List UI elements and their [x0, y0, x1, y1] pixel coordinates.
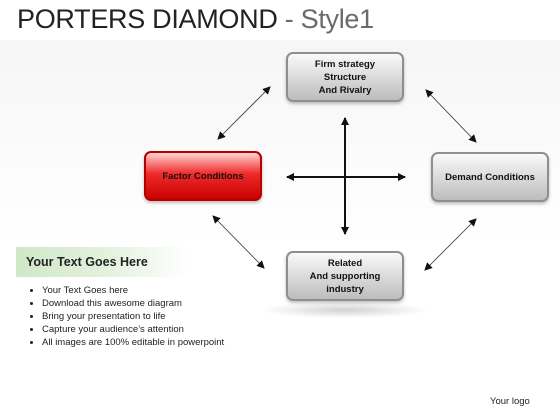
bullet-item: Capture your audience’s attention: [42, 323, 242, 336]
text-panel-heading: Your Text Goes Here: [16, 247, 188, 277]
arrow-bottom-to-right: [424, 218, 477, 271]
bullet-item: All images are 100% editable in powerpoi…: [42, 336, 242, 349]
related-industry-box[interactable]: Related And supporting industry: [286, 251, 404, 301]
firm-strategy-label: Firm strategy Structure And Rivalry: [314, 58, 376, 96]
bullet-list: Your Text Goes here Download this awesom…: [22, 284, 242, 349]
title-subtitle: - Style1: [277, 4, 374, 34]
title-main: PORTERS DIAMOND: [17, 4, 278, 34]
factor-conditions-box[interactable]: Factor Conditions: [144, 151, 262, 201]
logo-text: Your logo: [490, 396, 530, 407]
demand-conditions-box[interactable]: Demand Conditions: [431, 152, 549, 202]
bullet-item: Download this awesome diagram: [42, 297, 242, 310]
panel-heading-text: Your Text Goes Here: [26, 255, 148, 269]
demand-conditions-label: Demand Conditions: [445, 171, 535, 183]
slide-title: PORTERS DIAMOND - Style1: [17, 4, 374, 35]
bullet-item: Bring your presentation to life: [42, 310, 242, 323]
arrow-top-to-right: [425, 89, 477, 143]
bottom-box-reflection: [260, 302, 430, 318]
arrow-left-to-top: [217, 86, 271, 140]
factor-conditions-label: Factor Conditions: [162, 170, 244, 182]
bullet-item: Your Text Goes here: [42, 284, 242, 297]
related-industry-label: Related And supporting industry: [309, 257, 381, 295]
arrow-left-to-bottom: [212, 215, 265, 269]
firm-strategy-box[interactable]: Firm strategy Structure And Rivalry: [286, 52, 404, 102]
